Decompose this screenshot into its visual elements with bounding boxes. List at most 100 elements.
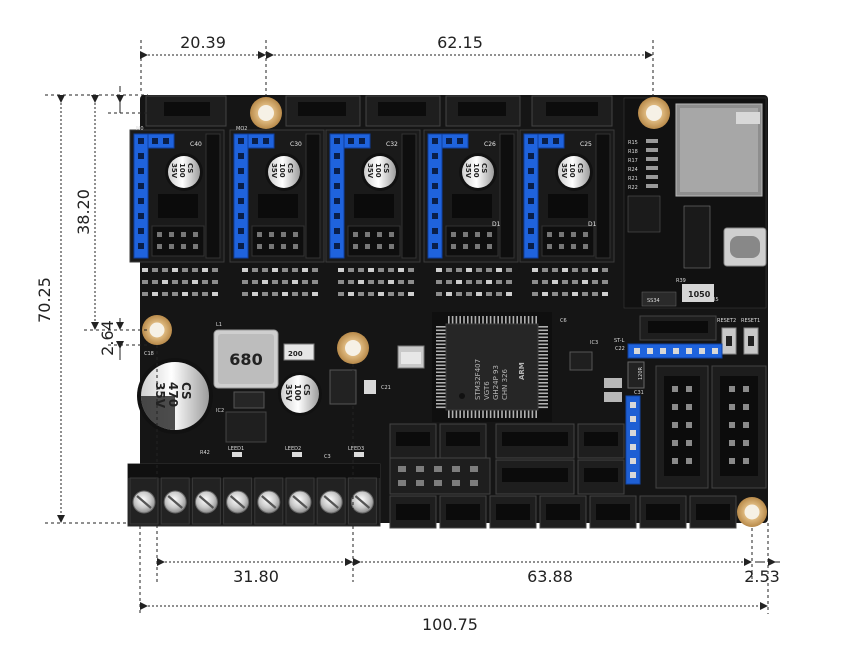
c3-label: C3 [324,454,331,460]
driver-cap-label: 100 [374,163,382,178]
dim-bottom-total: 100.75 [422,615,478,634]
power-section: 680 L1 200 CS 470 35V C18 CS 100 35V [137,322,364,460]
sd-pin-header [683,205,711,269]
resistor-label: R24 [628,167,638,173]
driver-cap-label: CS [382,163,390,173]
chip-1050-label: 1050 [688,290,711,299]
mount-hole-center [337,332,369,364]
dim-left-inner: 38.20 [74,189,93,235]
driver-diode-label: D1 [588,221,597,228]
ic2-label: IC2 [216,408,224,414]
dim-top-left: 20.39 [180,33,226,52]
mcu-line-3: GH24P 93 [492,365,500,400]
mcu-line-4: CHN 326 [501,368,509,400]
driver-cap-label: 100 [278,163,286,178]
driver-cap-ref: C26 [484,141,496,148]
driver-slot-label: MO2 [236,126,247,132]
driver-cap-label: CS [576,163,584,173]
screw-terminal-block [127,463,381,527]
driver-cap-label: 35V [270,163,278,179]
mcu-brand: ARM [518,362,526,380]
mid-capacitor: CS 100 35V [278,372,322,416]
blue-pin-row [627,343,723,359]
reset-buttons: RESET2 RESET1 [717,318,760,355]
driver-cap-label: 35V [170,163,178,179]
driver-cap-ref: C32 [386,141,398,148]
bottom-connectors [389,423,737,529]
r39-label: R39 [676,278,686,284]
right-box-headers: 120R C31 [625,361,767,489]
driver-cap-ref: C30 [290,141,302,148]
mcu-line-1: STM32F407 [474,359,482,400]
big-capacitor: CS 470 35V [137,358,213,434]
mid-cap-line-2: 100 [293,384,302,401]
stepper-driver-sockets: CS10035VC40M0CS10035VC30MO2CS10035VC32CS… [129,126,615,263]
c18-label: C18 [144,351,154,357]
driver-cap-label: 100 [178,163,186,178]
driver-cap-label: 35V [464,163,472,179]
c6-label: C6 [560,318,567,324]
driver-smd-components [142,268,608,296]
leed2-label: LEED2 [285,446,301,452]
mid-cap-line-1: CS [302,384,311,396]
resistor-label: R21 [628,176,638,182]
driver-cap-label: CS [480,163,488,173]
big-cap-line-1: CS [179,382,193,400]
mounting-holes [142,97,767,527]
driver-cap-label: CS [186,163,194,173]
c31-label: C31 [634,390,644,396]
r42-label: R42 [200,450,210,456]
chip-1050 [682,284,714,302]
resistor-label: R22 [628,185,638,191]
driver-cap-label: 35V [366,163,374,179]
mount-hole-top-right [638,97,670,129]
reset2-label: RESET2 [717,318,736,324]
mount-hole-bottom-right [737,497,767,527]
mcu-line-2: VGT6 [483,381,491,400]
driver-cap-ref: C40 [190,141,202,148]
r5-label: R5 [712,297,719,303]
reset1-label: RESET1 [741,318,760,324]
mount-hole-mid-left [142,315,172,345]
diode-ss34-label: SS34 [647,298,660,304]
mcu-chip: STM32F407 VGT6 GH24P 93 CHN 326 ARM [432,312,552,422]
dimension-labels: 20.39 62.15 70.25 38.20 2.64 31.80 63.88… [35,33,780,634]
driver-cap-label: 35V [560,163,568,179]
dim-bottom-left: 31.80 [233,567,279,586]
top-motor-connectors [145,95,613,127]
r120-label: 120R [638,366,644,380]
big-cap-line-2: 470 [166,382,180,407]
c22-label: C22 [615,346,625,352]
leed3-label: LEED3 [348,446,364,452]
leed1-label: LEED1 [228,446,244,452]
resistor-label: R18 [628,149,638,155]
l1-label: L1 [216,322,222,328]
big-cap-line-3: 35V [153,382,167,409]
r200-label: 200 [288,350,303,358]
st-l-label: ST-L [614,338,625,344]
dim-bottom-mid: 63.88 [527,567,573,586]
mount-hole-top-left [250,97,282,129]
support-ics: IC3 C21 C6 C22 [364,318,625,402]
driver-cap-label: 100 [568,163,576,178]
ic3-label: IC3 [590,340,598,346]
driver-cap-label: 100 [472,163,480,178]
resistor-label: R15 [628,140,638,146]
dimension-lines [45,40,780,614]
driver-slot-label: M0 [136,126,144,132]
driver-cap-label: CS [286,163,294,173]
driver-cap-ref: C25 [580,141,592,148]
inductor-label: 680 [229,350,262,369]
mid-cap-line-3: 35V [284,384,293,402]
resistor-label: R17 [628,158,638,164]
c21-label: C21 [381,385,391,391]
dim-bottom-right: 2.53 [744,567,780,586]
dim-top-right: 62.15 [437,33,483,52]
